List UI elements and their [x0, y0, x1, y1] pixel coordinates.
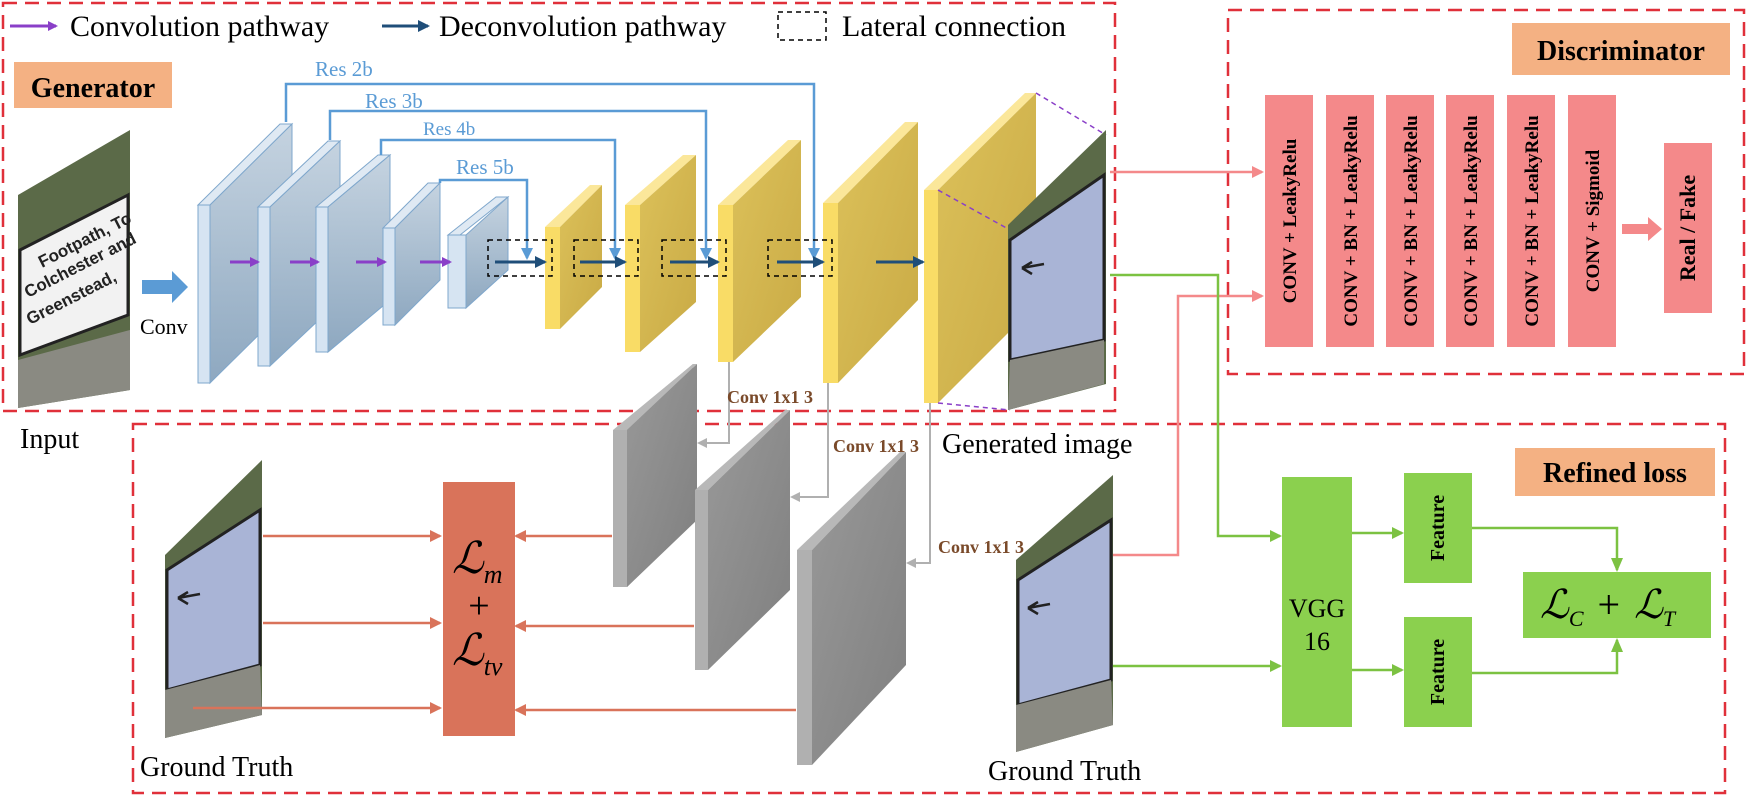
disc-layer-2-label: CONV + BN + LeakyRelu — [1341, 115, 1362, 327]
conv1x1-blocks — [613, 364, 906, 765]
real-fake-block — [1664, 143, 1712, 313]
vgg16-block — [1282, 477, 1352, 727]
generated-image-label: Generated image — [942, 429, 1132, 460]
vgg16-label-1: VGG — [1289, 594, 1345, 623]
decoder-block-1 — [545, 185, 602, 329]
loss-lc-lt: ℒC+ℒT — [1540, 582, 1677, 631]
conv1x1-block-3 — [797, 452, 906, 765]
loss-lc-sub: C — [1569, 606, 1584, 631]
disc-layer-2 — [1326, 95, 1374, 347]
conv-label: Conv — [140, 314, 188, 339]
input-image: Footpath, To Colchester and Greenstead, — [18, 130, 139, 408]
disc-layer-1-label: CONV + LeakyRelu — [1280, 138, 1301, 303]
encoder-block-4 — [381, 181, 442, 327]
output-projection-bottom — [937, 402, 1011, 411]
loss-lc-symbol: ℒ — [1540, 582, 1570, 627]
conv1x1-block-2 — [695, 410, 790, 670]
conv1x1-label-2: Conv 1x1 3 — [833, 436, 919, 456]
conv1x1-block-1 — [613, 364, 697, 587]
discriminator-title: Discriminator — [1537, 36, 1705, 67]
conv1x1-feed-arrows — [697, 362, 931, 568]
loss-lm: ℒm — [452, 534, 502, 589]
refined-arrow-head-bottom — [1611, 638, 1623, 652]
encoder-block-5 — [446, 195, 510, 310]
refined-loss-title: Refined loss — [1543, 458, 1687, 489]
ground-truth-label-left: Ground Truth — [140, 752, 293, 783]
loss-ltv: ℒtv — [452, 626, 503, 681]
loss-lc-lt-plus: + — [1598, 582, 1621, 627]
ground-truth-image-right — [1016, 475, 1113, 752]
generator-region — [1, 1, 1117, 413]
disc-layer-4-label: CONV + BN + LeakyRelu — [1461, 115, 1482, 327]
loss-lm-symbol: ℒ — [452, 534, 485, 583]
lateral-connection-boxes — [487, 239, 833, 277]
output-projection-top — [1035, 92, 1107, 136]
feature-label-bottom: Feature — [1427, 639, 1449, 705]
disc-layer-5 — [1507, 95, 1555, 347]
input-label: Input — [20, 424, 79, 455]
vgg16-label-2: 16 — [1304, 627, 1330, 656]
disc-layer-6 — [1568, 95, 1616, 347]
loss-ltv-sub: tv — [484, 652, 503, 681]
discriminator-title-bg — [1512, 23, 1730, 75]
res-2b-label: Res 2b — [315, 57, 373, 81]
discriminator-input-arrows — [1110, 166, 1264, 557]
disc-layer-4 — [1446, 95, 1494, 347]
disc-layer-1 — [1265, 95, 1313, 347]
discriminator-layers: CONV + LeakyRelu CONV + BN + LeakyRelu C… — [1265, 95, 1616, 347]
feature-label-top: Feature — [1427, 495, 1449, 561]
res-5b-label: Res 5b — [456, 155, 514, 179]
pixel-loss-arrows — [193, 530, 796, 716]
loss-plus: + — [468, 585, 489, 627]
legend: Convolution pathway Deconvolution pathwa… — [10, 10, 1066, 43]
content-texture-loss-block — [1523, 572, 1711, 638]
conv-pathway-legend-label: Convolution pathway — [70, 10, 329, 43]
disc-layer-6-label: CONV + Sigmoid — [1583, 149, 1604, 292]
disc-layer-5-label: CONV + BN + LeakyRelu — [1522, 115, 1543, 327]
lateral-connection-legend-box — [777, 11, 827, 41]
res-skip-connections — [284, 82, 820, 260]
res-4b-label: Res 4b — [423, 119, 475, 140]
decoder-block-4 — [823, 122, 918, 383]
feature-block-bottom — [1404, 617, 1472, 727]
deconv-pathway-legend-label: Deconvolution pathway — [439, 10, 726, 43]
output-projection-mid — [937, 189, 1011, 231]
generated-image — [1008, 130, 1106, 410]
encoder-block-3 — [314, 153, 392, 354]
ground-truth-image-left — [165, 460, 262, 738]
decoder-block-3 — [718, 140, 801, 362]
generator-title: Generator — [31, 73, 155, 104]
conv-block-arrow — [142, 271, 188, 303]
feature-block-top — [1404, 473, 1472, 583]
encoder-blocks — [196, 122, 510, 385]
lateral-connection-legend-label: Lateral connection — [842, 10, 1066, 43]
disc-layer-3-label: CONV + BN + LeakyRelu — [1401, 115, 1422, 327]
loss-ltv-symbol: ℒ — [452, 626, 485, 675]
loss-lt-symbol: ℒ — [1634, 582, 1664, 627]
generator-title-bg — [14, 62, 172, 108]
refined-arrow-head-top — [1611, 558, 1623, 572]
conv1x1-label-1: Conv 1x1 3 — [727, 387, 813, 407]
refined-loss-title-bg — [1515, 448, 1715, 496]
real-fake-label: Real / Fake — [1675, 175, 1700, 282]
decoder-block-2 — [625, 155, 696, 352]
disc-layer-3 — [1386, 95, 1434, 347]
disc-output-arrow — [1622, 217, 1662, 241]
conv1x1-label-3: Conv 1x1 3 — [938, 537, 1024, 557]
pixel-tv-loss-block — [443, 482, 515, 736]
res-3b-label: Res 3b — [365, 89, 423, 113]
ground-truth-label-right: Ground Truth — [988, 756, 1141, 787]
loss-lt-sub: T — [1663, 606, 1677, 631]
loss-lm-sub: m — [484, 560, 503, 589]
decoder-blocks — [545, 93, 1036, 403]
